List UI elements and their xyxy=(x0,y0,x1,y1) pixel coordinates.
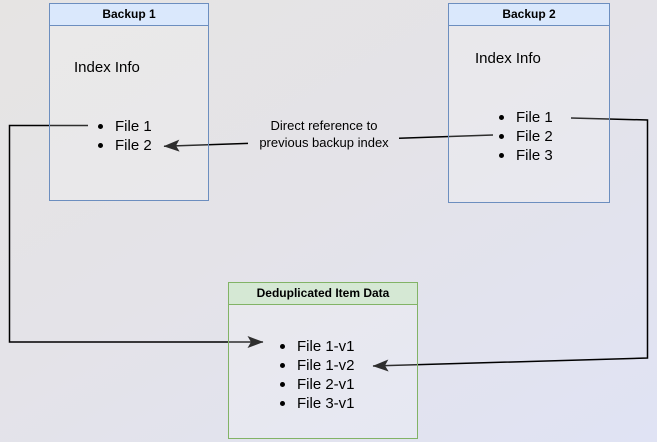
backup2-title: Backup 2 xyxy=(449,4,609,26)
edge-label-line2: previous backup index xyxy=(259,135,389,150)
dedup-file-list: File 1-v1 File 1-v2 File 2-v1 File 3-v1 xyxy=(229,337,355,413)
bullet-icon xyxy=(98,143,103,148)
file-label: File 3-v1 xyxy=(297,395,355,412)
list-item: File 1 xyxy=(50,117,152,136)
file-label: File 3 xyxy=(516,147,553,164)
bullet-icon xyxy=(499,115,504,120)
dedup-title: Deduplicated Item Data xyxy=(229,283,417,305)
backup1-title: Backup 1 xyxy=(50,4,208,26)
bullet-icon xyxy=(280,344,285,349)
edge-label-direct-reference: Direct reference to previous backup inde… xyxy=(240,117,408,151)
bullet-icon xyxy=(499,134,504,139)
list-item: File 2 xyxy=(449,127,553,146)
list-item: File 1 xyxy=(449,108,553,127)
bullet-icon xyxy=(499,153,504,158)
node-deduplicated-item-data: Deduplicated Item Data File 1-v1 File 1-… xyxy=(228,282,418,439)
backup1-subtitle: Index Info xyxy=(74,59,140,76)
file-label: File 2 xyxy=(516,128,553,145)
list-item: File 2 xyxy=(50,136,152,155)
backup1-file-list: File 1 File 2 xyxy=(50,117,152,155)
file-label: File 2-v1 xyxy=(297,376,355,393)
bullet-icon xyxy=(280,382,285,387)
file-label: File 1 xyxy=(115,118,152,135)
backup2-file-list: File 1 File 2 File 3 xyxy=(449,108,553,165)
list-item: File 3-v1 xyxy=(229,394,355,413)
list-item: File 2-v1 xyxy=(229,375,355,394)
node-backup2: Backup 2 Index Info File 1 File 2 File 3 xyxy=(448,3,610,203)
edge-label-line1: Direct reference to xyxy=(270,118,378,133)
bullet-icon xyxy=(98,124,103,129)
list-item: File 1-v1 xyxy=(229,337,355,356)
bullet-icon xyxy=(280,401,285,406)
backup2-subtitle: Index Info xyxy=(475,50,541,67)
bullet-icon xyxy=(280,363,285,368)
list-item: File 3 xyxy=(449,146,553,165)
file-label: File 1-v1 xyxy=(297,338,355,355)
list-item: File 1-v2 xyxy=(229,356,355,375)
file-label: File 2 xyxy=(115,137,152,154)
file-label: File 1-v2 xyxy=(297,357,355,374)
file-label: File 1 xyxy=(516,109,553,126)
node-backup1: Backup 1 Index Info File 1 File 2 xyxy=(49,3,209,201)
